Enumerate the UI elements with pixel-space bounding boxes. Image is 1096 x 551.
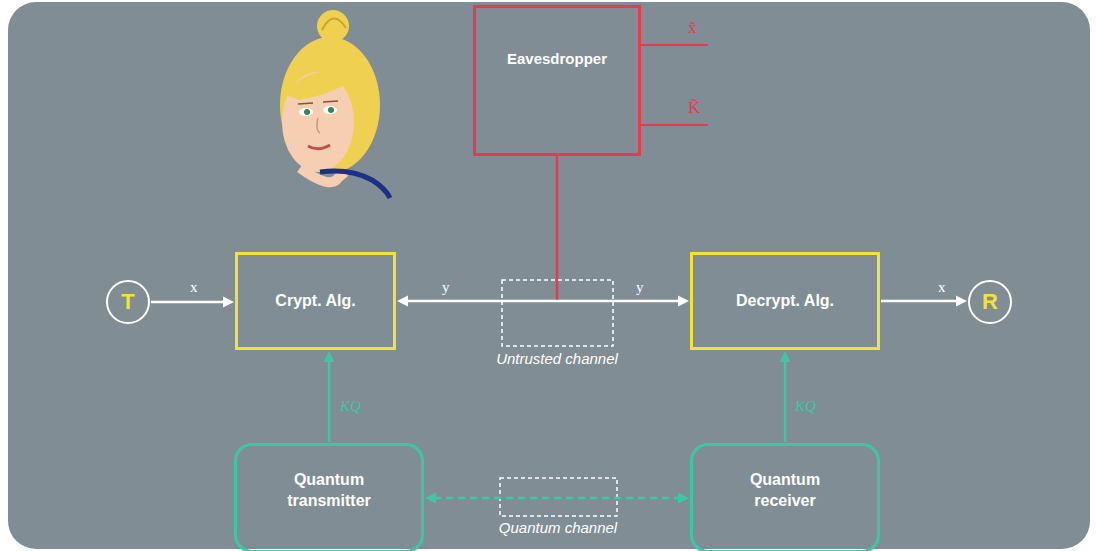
algorithm-box: Crypt. Alg. bbox=[235, 252, 396, 350]
signal-name: x̃ bbox=[688, 18, 697, 38]
channel-label: Untrusted channel bbox=[496, 350, 618, 367]
quantum-box: Quantum transmitter bbox=[234, 443, 424, 551]
arrow-head bbox=[324, 351, 335, 362]
eavesdropper-box: Eavesdropper bbox=[473, 5, 641, 156]
signal-name: K̃ bbox=[688, 98, 700, 118]
node-label: Quantum receiver bbox=[725, 470, 845, 512]
connector-line bbox=[434, 497, 680, 500]
output-line bbox=[641, 44, 708, 46]
node-label: R bbox=[982, 291, 998, 313]
connector-line bbox=[881, 300, 958, 303]
algorithm-box: Decrypt. Alg. bbox=[690, 252, 880, 350]
arrow-head bbox=[678, 296, 689, 307]
background-panel bbox=[8, 2, 1090, 549]
node-label: Crypt. Alg. bbox=[275, 292, 355, 310]
terminal-circle: R bbox=[968, 280, 1012, 324]
node-label: Eavesdropper bbox=[507, 50, 607, 67]
edge-label: x bbox=[938, 279, 946, 296]
node-label: Quantum transmitter bbox=[269, 470, 389, 512]
connector bbox=[425, 493, 689, 504]
terminal-circle: T bbox=[106, 280, 150, 324]
connector-line bbox=[784, 360, 787, 442]
channel-label: Quantum channel bbox=[499, 519, 617, 536]
connector-line bbox=[328, 360, 331, 442]
woman-illustration bbox=[280, 10, 390, 198]
arrow-head bbox=[780, 351, 791, 362]
arrow-head bbox=[678, 493, 689, 504]
edge-label: KQ bbox=[340, 398, 361, 415]
quantum-box: Quantum receiver bbox=[690, 443, 880, 551]
arrow-head bbox=[425, 493, 436, 504]
arrow-head bbox=[956, 296, 967, 307]
arrow-head bbox=[397, 296, 408, 307]
edge-label: y bbox=[442, 279, 450, 296]
edge-label: x bbox=[190, 279, 198, 296]
channel-marker bbox=[502, 280, 613, 346]
connector bbox=[397, 296, 689, 307]
output-line bbox=[641, 124, 708, 126]
connector-line bbox=[151, 301, 225, 304]
tap-line bbox=[556, 156, 559, 300]
edge-label: KQ bbox=[795, 398, 816, 415]
arrow-head bbox=[223, 297, 234, 308]
connector-line bbox=[406, 300, 680, 303]
connector bbox=[780, 351, 791, 442]
connector bbox=[151, 297, 234, 308]
node-label: T bbox=[121, 291, 134, 313]
connector bbox=[881, 296, 967, 307]
node-label: Decrypt. Alg. bbox=[736, 292, 834, 310]
connector bbox=[324, 351, 335, 442]
signal-name: y bbox=[636, 279, 644, 296]
